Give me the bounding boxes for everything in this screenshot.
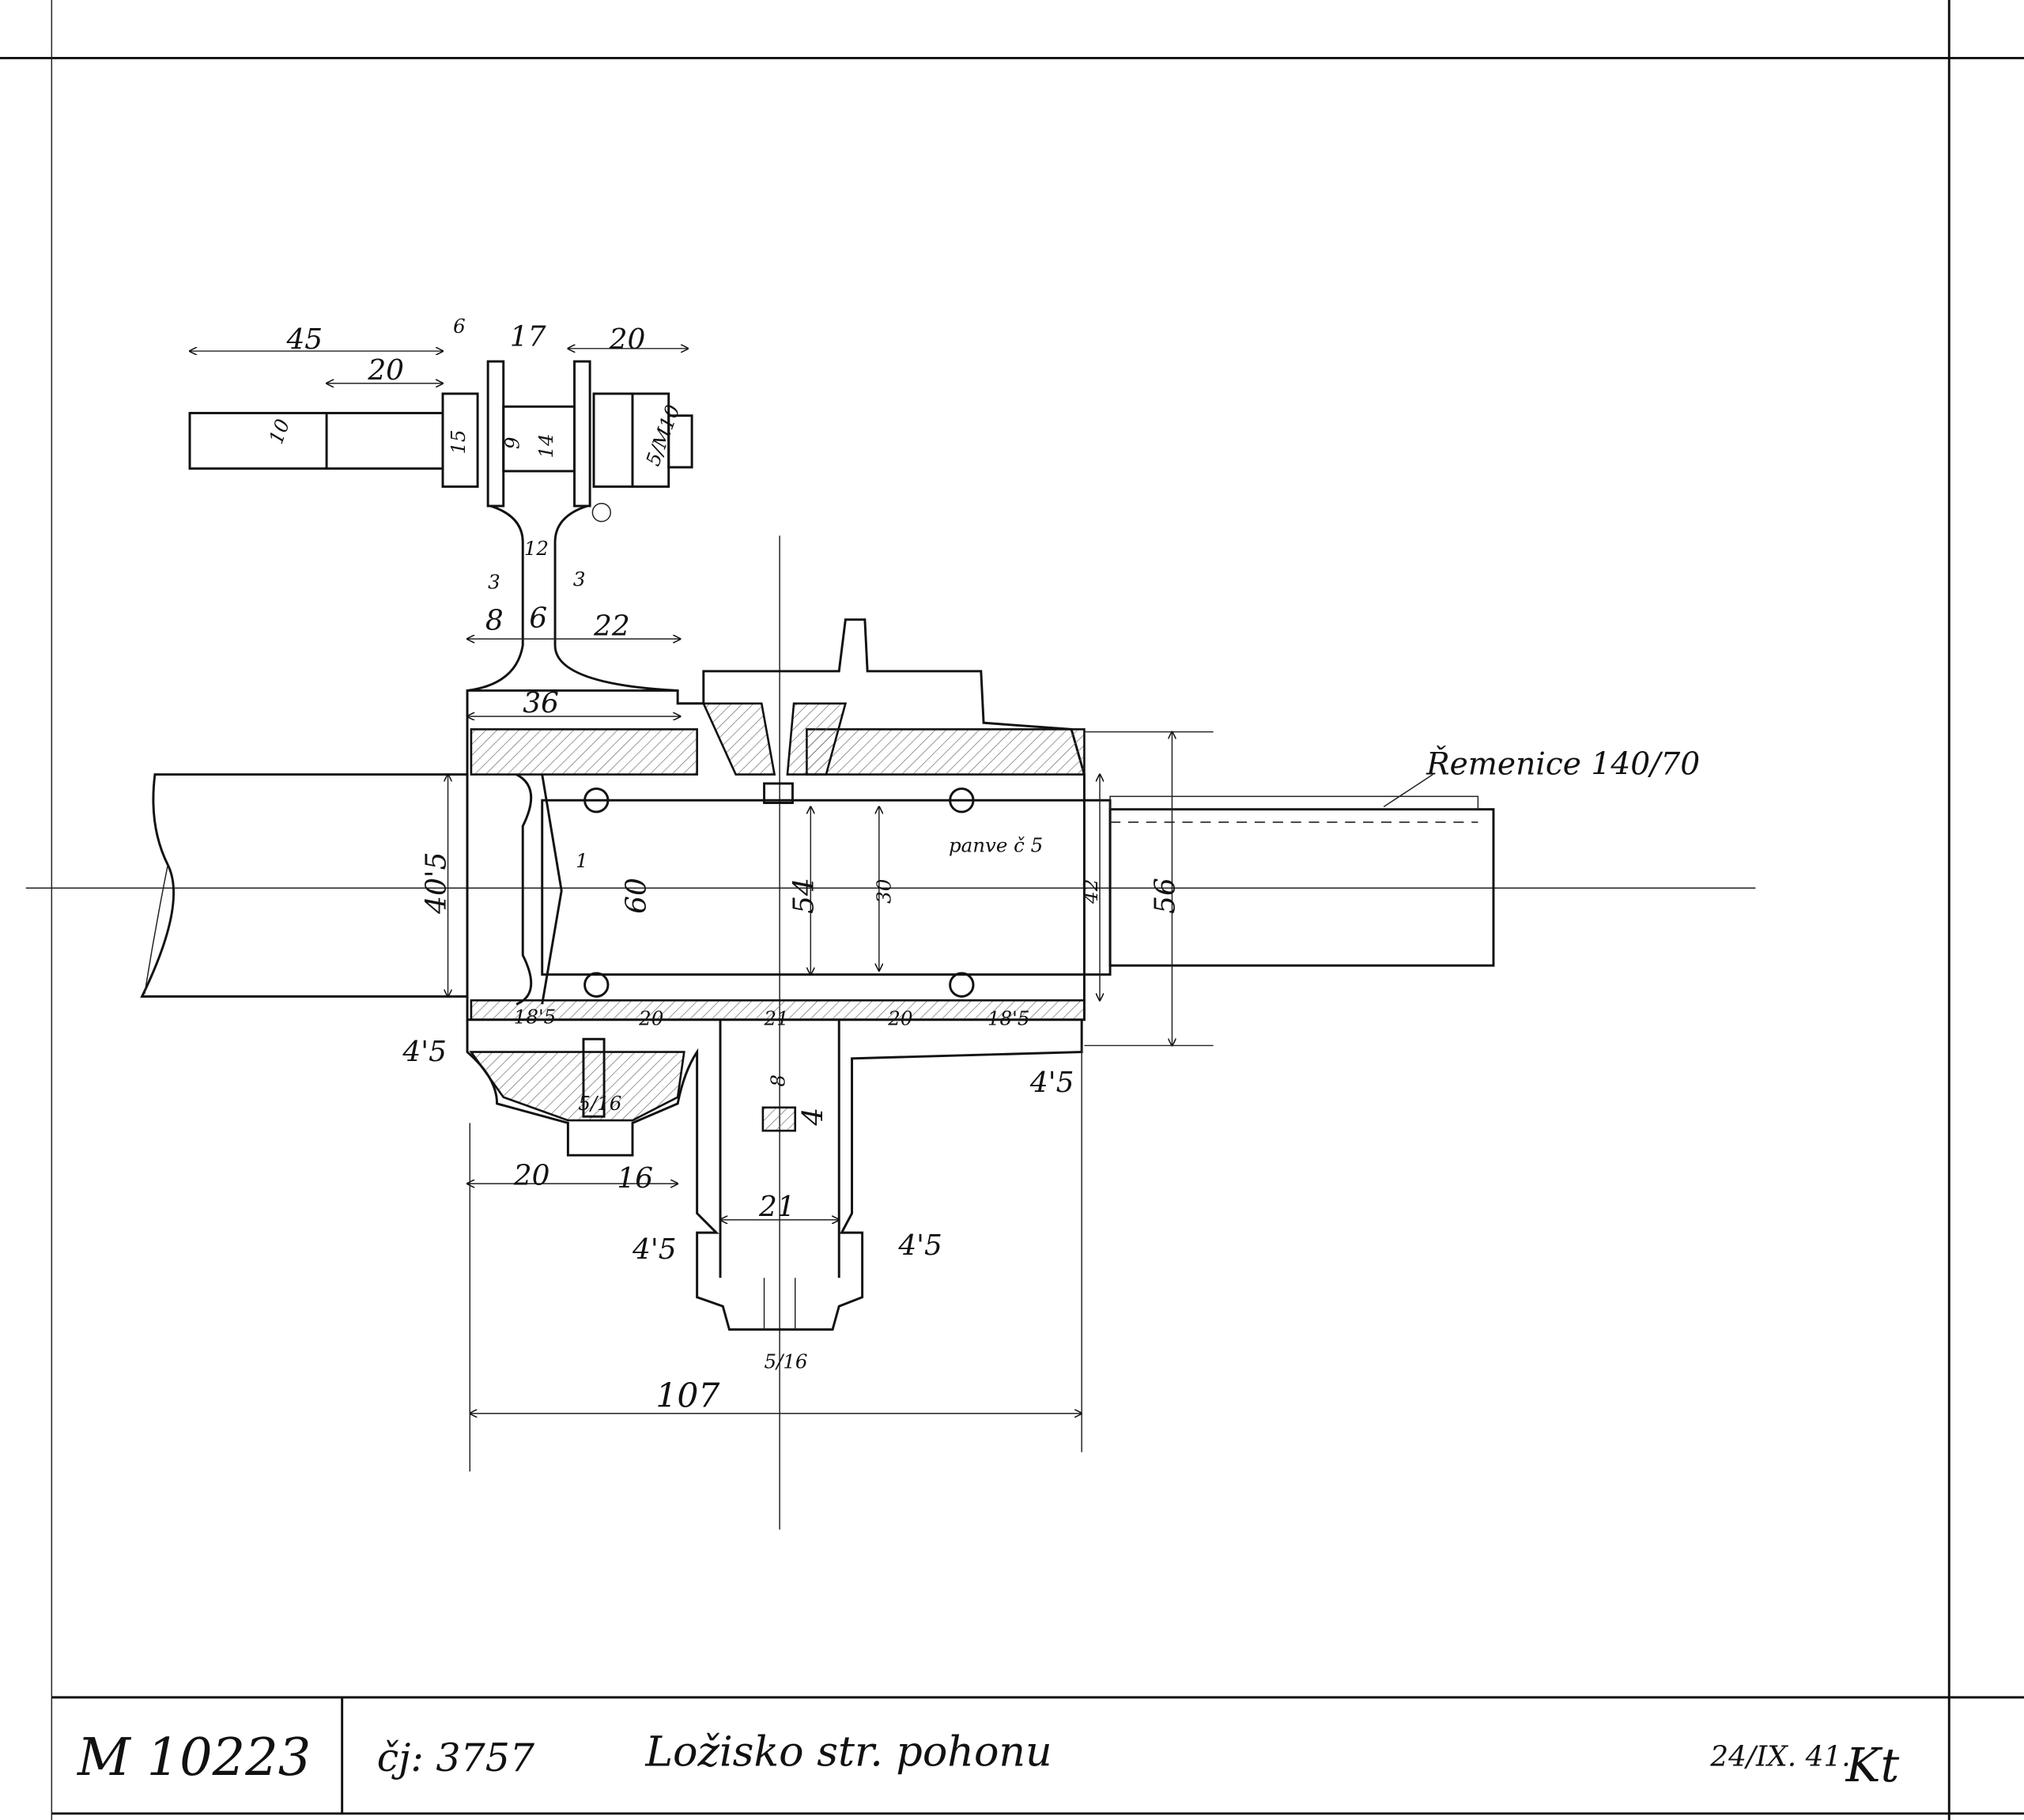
reference-number: čj: 3757 [377,1735,535,1780]
dim-label: 4'5 [1029,1067,1074,1099]
dim-label: 5/16 [578,1092,621,1115]
dim-label: 30 [873,879,896,904]
dim-label: 3 [573,568,586,591]
dim-label: 12 [524,537,549,560]
dim-label: 54 [788,878,821,914]
dim-label: 107 [655,1377,719,1416]
dim-label: 8 [767,1074,790,1087]
main-shaft [140,773,469,998]
dim-label: 21 [764,1006,789,1029]
dim-label: 36 [523,687,559,719]
dim-label: 45 [285,323,323,356]
dim-label: 14 [534,433,557,458]
dim-label: 4'5 [897,1229,942,1262]
dim-label: 4 [797,1108,829,1127]
lever-mechanism [188,360,693,692]
dim-label: 20 [887,1006,912,1029]
dim-label: 10 [264,416,294,447]
drawing-number: M 10223 [77,1727,311,1788]
pulley-shaft [1108,773,1495,967]
dim-label: 5/16 [765,1350,808,1373]
bearing-housing [466,618,1086,1021]
title-block: M 10223 čj: 3757 Ložisko str. pohonu 24/… [77,1727,1900,1792]
dim-label: 8 [485,605,504,637]
dim-label: 20 [609,323,646,356]
drawing-title: Ložisko str. pohonu [644,1728,1052,1776]
dim-label: 9 [500,437,523,450]
dim-label: 21 [758,1191,795,1223]
dim-label: 56 [1150,878,1182,914]
bushing-note: panve č 5 [949,834,1043,857]
dim-label: 18'5 [514,1006,556,1029]
dim-label: 40'5 [420,851,452,914]
dim-label: 20 [367,354,404,387]
lower-bracket [466,1019,1083,1331]
dim-label: 16 [617,1162,653,1195]
dim-label: 5/M10 [641,402,685,469]
dim-label: 15 [447,430,470,455]
dim-label: 17 [510,321,546,353]
dimension-labels: 45 6 17 20 20 10 15 9 14 5/M10 3 12 3 8 … [264,315,1181,1415]
dim-label: 20 [638,1006,663,1029]
dim-label: 3 [488,570,500,593]
dim-label: 4'5 [632,1233,677,1266]
dim-label: 1 [576,849,588,872]
dim-label: 60 [620,878,652,914]
signature: Kt [1845,1738,1900,1792]
dim-label: 18'5 [987,1006,1029,1029]
dim-label: 42 [1079,879,1102,904]
drawing-date: 24/IX. 41. [1709,1740,1850,1773]
dim-label: 22 [593,610,630,642]
dim-label: 6 [529,602,547,634]
pulley-note: Řemenice 140/70 [1425,746,1700,783]
dim-label: 20 [513,1160,550,1192]
dim-label: 4'5 [402,1036,447,1068]
dim-label: 6 [453,315,466,338]
key [763,782,794,804]
dimension-lines [190,349,1214,1472]
